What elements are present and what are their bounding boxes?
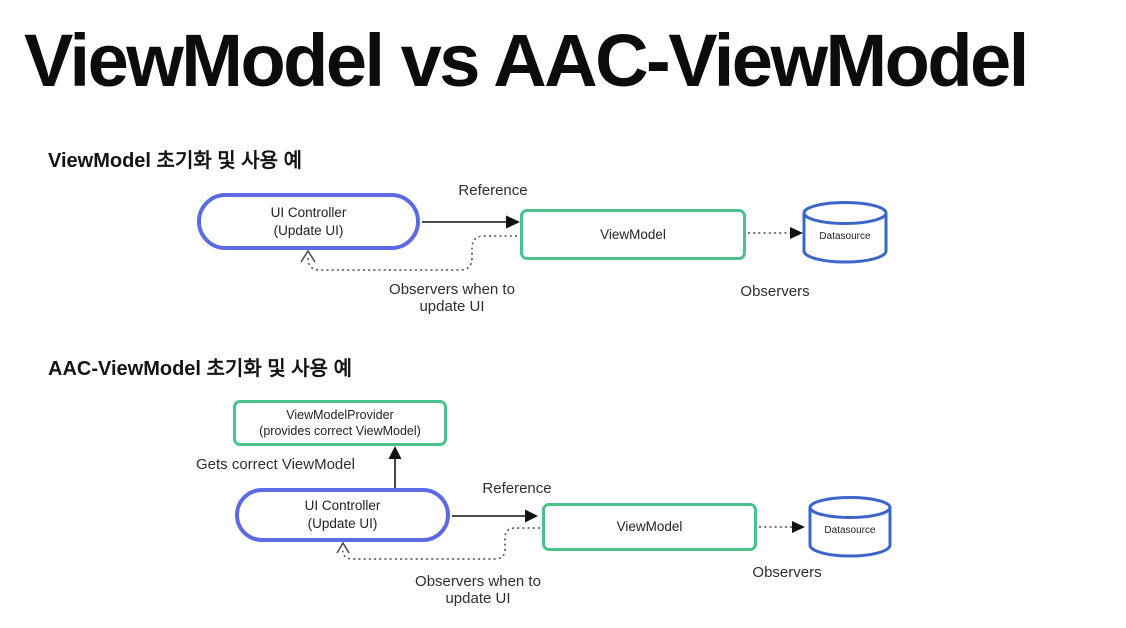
ui-controller-label-line2: (Update UI) [307,516,378,531]
viewmodel-node-2: ViewModel [542,503,757,551]
ui-controller-label-line1: UI Controller [270,204,347,220]
observers-when-line2: update UI [445,590,511,608]
ui-controller-node-1: UI Controller (Update UI) [197,193,420,250]
viewmodel-label: ViewModel [616,519,683,535]
ui-controller-label-line2: (Update UI) [273,222,344,238]
observers-label-1: Observers [740,283,810,300]
provider-label-line1: ViewModelProvider [286,407,394,422]
database-cylinder-icon [802,201,888,264]
observers-when-line1: Observers when to [389,281,515,298]
datasource-label: Datasource [824,525,876,536]
observers-when-line2: update UI [419,298,485,316]
reference-arrow-1 [422,215,520,229]
section-heading-viewmodel: ViewModel 초기화 및 사용 예 [48,150,303,172]
datasource-node-2: Datasource [805,494,895,560]
observers-label-2: Observers [752,564,822,581]
viewmodel-label: ViewModel [600,226,666,242]
gets-viewmodel-arrow [388,446,402,489]
datasource-node-1: Datasource [799,199,891,267]
observers-datasource-arrow-2 [759,521,805,533]
reference-label-2: Reference [482,480,552,497]
page-title: ViewModel vs AAC-ViewModel [24,19,1029,102]
ui-controller-node-2: UI Controller (Update UI) [235,488,450,542]
gets-correct-viewmodel-label: Gets correct ViewModel [196,456,355,473]
ui-controller-label-line1: UI Controller [304,498,381,514]
database-cylinder-icon [808,496,892,558]
observers-datasource-arrow-1 [748,227,803,239]
provider-label-line2: (provides correct ViewModel) [259,424,421,438]
reference-label-1: Reference [458,182,528,199]
viewmodel-provider-node: ViewModelProvider (provides correct View… [233,400,447,446]
reference-arrow-2 [452,509,538,523]
observers-when-label-2: Observers when to update UI [398,573,558,608]
observers-when-label-1: Observers when to update UI [372,281,532,316]
viewmodel-node-1: ViewModel [520,209,746,260]
section-heading-aac-viewmodel: AAC-ViewModel 초기화 및 사용 예 [48,358,353,380]
observers-when-line1: Observers when to [415,573,541,590]
datasource-label: Datasource [819,231,871,242]
